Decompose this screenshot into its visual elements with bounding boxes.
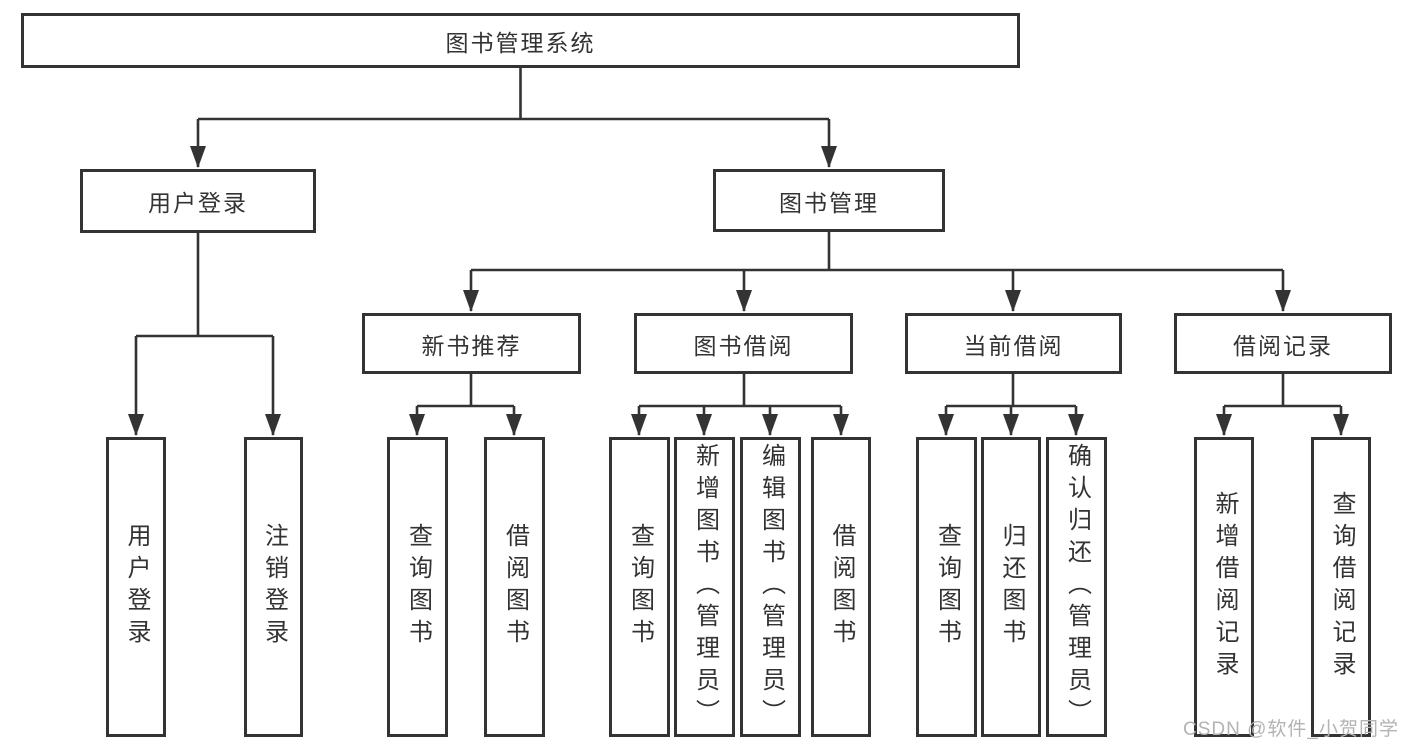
leaf-query-books: 查询图书: [609, 437, 670, 737]
leaf-borrow-books: 借阅图书: [811, 437, 871, 737]
leaf-logout-login: 注销登录: [244, 437, 303, 737]
node-current-borrowing: 当前借阅: [905, 313, 1122, 374]
leaf-add-books-admin: 新增图书（管理员）: [674, 437, 735, 737]
node-book-borrowing: 图书借阅: [634, 313, 853, 374]
node-user-login: 用户登录: [80, 169, 316, 233]
leaf-borrow-books: 借阅图书: [484, 437, 545, 737]
node-new-book-recommendation: 新书推荐: [362, 313, 581, 374]
leaf-query-borrow-record: 查询借阅记录: [1311, 437, 1371, 737]
node-borrowing-records: 借阅记录: [1174, 313, 1392, 374]
edge-rails: [136, 68, 1341, 408]
leaf-query-books: 查询图书: [916, 437, 977, 737]
leaf-query-books: 查询图书: [387, 437, 448, 737]
csdn-watermark: CSDN @软件_小贺同学: [1183, 719, 1399, 740]
node-book-management: 图书管理: [713, 169, 945, 232]
leaf-user-login: 用户登录: [106, 437, 166, 737]
tree-edges: [128, 68, 1349, 436]
leaf-add-borrow-record: 新增借阅记录: [1194, 437, 1254, 737]
leaf-edit-books-admin: 编辑图书（管理员）: [740, 437, 801, 737]
leaf-confirm-return-admin: 确认归还（管理员）: [1046, 437, 1107, 737]
node-root-library-system: 图书管理系统: [21, 13, 1020, 68]
leaf-return-books: 归还图书: [981, 437, 1041, 737]
